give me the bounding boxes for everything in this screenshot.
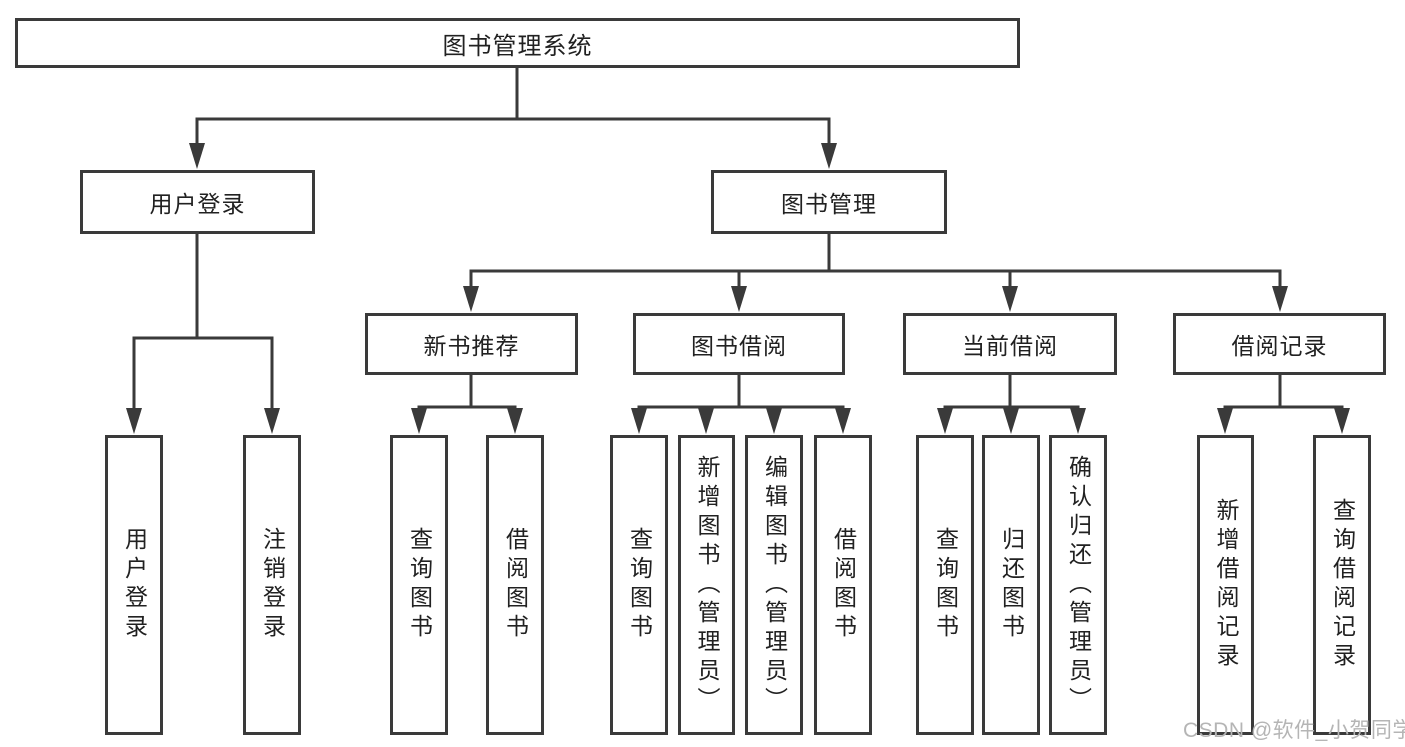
node-query-books-recommend: 查询图书 [390, 435, 448, 735]
node-label: 确认归还（管理员） [1065, 454, 1092, 716]
node-label: 查询图书 [932, 527, 959, 643]
node-book-management: 图书管理 [711, 170, 947, 234]
node-return-books: 归还图书 [982, 435, 1040, 735]
line [943, 375, 1080, 412]
line [195, 68, 831, 146]
node-edit-books-admin: 编辑图书（管理员） [745, 435, 803, 735]
arrowhead [731, 286, 747, 312]
line [417, 375, 517, 412]
arrowhead [1002, 286, 1018, 312]
line [637, 375, 845, 412]
arrowhead [1272, 286, 1288, 312]
arrowhead [1334, 408, 1350, 434]
node-label: 图书管理 [781, 191, 877, 217]
node-label: 用户登录 [121, 527, 148, 643]
node-label: 用户登录 [149, 191, 246, 217]
node-label: 当前借阅 [962, 333, 1058, 359]
node-label: 图书管理系统 [442, 32, 593, 60]
arrowhead [189, 143, 205, 169]
arrowhead [264, 408, 280, 434]
node-user-login: 用户登录 [80, 170, 315, 234]
node-query-borrow-record: 查询借阅记录 [1313, 435, 1371, 735]
node-label: 查询图书 [626, 527, 653, 643]
connector-new-book-recommend-to-children [411, 375, 523, 434]
arrowhead [1070, 408, 1086, 434]
line [132, 234, 274, 412]
arrowhead [411, 408, 427, 434]
node-label: 注销登录 [259, 527, 286, 643]
node-new-book-recommend: 新书推荐 [365, 313, 578, 375]
connector-current-borrow-to-children [937, 375, 1086, 434]
arrowhead [507, 408, 523, 434]
node-label: 编辑图书（管理员） [761, 454, 788, 716]
node-label: 新增借阅记录 [1213, 498, 1239, 672]
node-label: 借阅记录 [1231, 333, 1328, 359]
arrowhead [126, 408, 142, 434]
node-add-books-admin: 新增图书（管理员） [678, 435, 735, 735]
connector-user-login-to-children [126, 234, 280, 434]
connector-book-management-to-children [463, 234, 1288, 312]
node-add-borrow-record: 新增借阅记录 [1197, 435, 1254, 735]
connector-root-to-level2 [189, 68, 837, 169]
node-label: 归还图书 [998, 527, 1025, 643]
node-query-books-current: 查询图书 [916, 435, 974, 735]
node-label: 新增图书（管理员） [694, 454, 720, 716]
connector-borrow-records-to-children [1217, 375, 1350, 434]
line [1223, 375, 1344, 412]
arrowhead [631, 408, 647, 434]
csdn-watermark: CSDN @软件_小贺同学 [1183, 719, 1405, 742]
arrowhead [1217, 408, 1233, 434]
arrowhead [937, 408, 953, 434]
node-confirm-return-admin: 确认归还（管理员） [1049, 435, 1107, 735]
node-user-login-leaf: 用户登录 [105, 435, 163, 735]
node-label: 查询图书 [406, 527, 433, 643]
line [469, 234, 1282, 290]
arrowhead [698, 408, 714, 434]
node-current-borrow: 当前借阅 [903, 313, 1117, 375]
node-borrow-records: 借阅记录 [1173, 313, 1386, 375]
arrowhead [1003, 408, 1019, 434]
node-library-management-system: 图书管理系统 [15, 18, 1020, 68]
arrowhead [463, 286, 479, 312]
node-borrow-books-leaf: 借阅图书 [814, 435, 872, 735]
arrowhead [766, 408, 782, 434]
node-label: 图书借阅 [691, 333, 787, 359]
node-label: 新书推荐 [423, 333, 520, 359]
node-logout-leaf: 注销登录 [243, 435, 301, 735]
connector-book-borrow-to-children [631, 375, 851, 434]
node-label: 借阅图书 [830, 527, 857, 643]
node-book-borrow: 图书借阅 [633, 313, 845, 375]
node-label: 借阅图书 [502, 527, 529, 643]
node-query-books-borrow: 查询图书 [610, 435, 668, 735]
node-borrow-books-recommend: 借阅图书 [486, 435, 544, 735]
arrowhead [835, 408, 851, 434]
node-label: 查询借阅记录 [1329, 498, 1356, 672]
arrowhead [821, 143, 837, 169]
